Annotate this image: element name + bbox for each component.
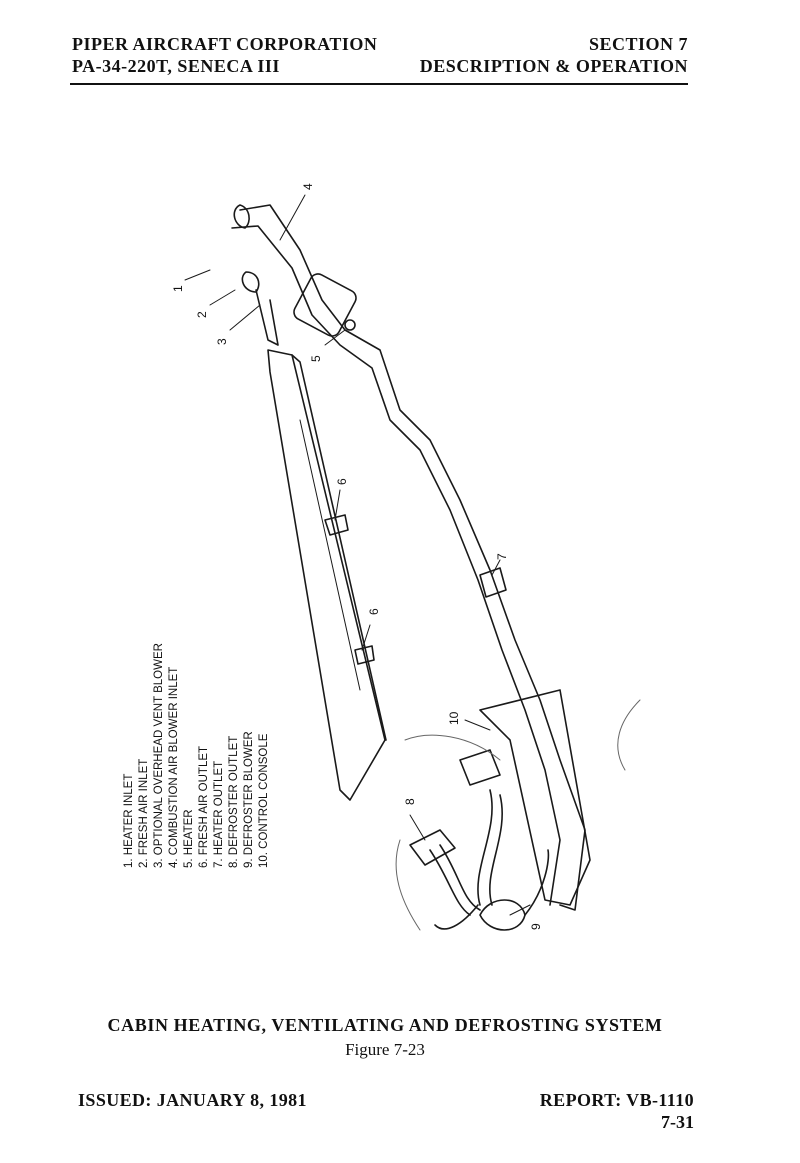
callout-5: 5 [309, 355, 323, 362]
figure-title: CABIN HEATING, VENTILATING AND DEFROSTIN… [107, 1015, 663, 1035]
callout-6b: 6 [367, 608, 381, 615]
figure-caption: Figure 7-23 [345, 1040, 425, 1059]
heater-unit [293, 273, 357, 337]
fresh-air-inlet [241, 271, 260, 293]
defroster-blower [479, 899, 526, 931]
system-diagram: 1 2 3 4 5 6 6 7 8 9 10 1. HEATER INLET 2… [123, 183, 641, 931]
legend-item-7: 7. HEATER OUTLET [213, 761, 225, 868]
callout-3: 3 [215, 338, 229, 345]
legend-item-4: 4. COMBUSTION AIR BLOWER INLET [168, 667, 180, 868]
control-console [479, 689, 591, 906]
defroster-outlet-right [459, 749, 501, 786]
header-rule [70, 83, 688, 85]
legend: 1. HEATER INLET 2. FRESH AIR INLET 3. OP… [123, 643, 270, 868]
callout-8: 8 [403, 798, 417, 805]
legend-item-5: 5. HEATER [183, 809, 195, 868]
callout-6a: 6 [335, 478, 349, 485]
callout-7: 7 [495, 553, 509, 560]
issued-date: ISSUED: JANUARY 8, 1981 [78, 1090, 307, 1110]
defroster-outlet-left [409, 829, 456, 866]
fresh-air-duct-edge [291, 354, 387, 741]
legend-item-8: 8. DEFROSTER OUTLET [228, 736, 240, 868]
heater-outlet [479, 567, 507, 598]
legend-item-3: 3. OPTIONAL OVERHEAD VENT BLOWER [153, 643, 165, 868]
report-number: REPORT: VB-1110 [539, 1090, 694, 1110]
callout-2: 2 [195, 311, 209, 318]
header-section: SECTION 7 [588, 34, 688, 54]
callout-9: 9 [529, 923, 543, 930]
page-number: 7-31 [661, 1112, 694, 1132]
legend-item-9: 9. DEFROSTER BLOWER [243, 731, 255, 868]
legend-item-6: 6. FRESH AIR OUTLET [198, 746, 210, 868]
callout-1: 1 [171, 285, 185, 292]
heater-inlet [233, 204, 250, 229]
fresh-air-duct [267, 349, 386, 801]
heater-duct [239, 204, 586, 911]
legend-item-2: 2. FRESH AIR INLET [138, 759, 150, 868]
header-section-title: DESCRIPTION & OPERATION [419, 56, 688, 76]
callout-labels: 1 2 3 4 5 6 6 7 8 9 10 [171, 183, 543, 930]
legend-item-1: 1. HEATER INLET [123, 774, 135, 868]
header-company: PIPER AIRCRAFT CORPORATION [72, 34, 378, 54]
legend-item-10: 10. CONTROL CONSOLE [258, 733, 270, 868]
callout-10: 10 [447, 711, 461, 725]
header-model: PA-34-220T, SENECA III [72, 56, 280, 76]
callout-4: 4 [301, 183, 315, 190]
